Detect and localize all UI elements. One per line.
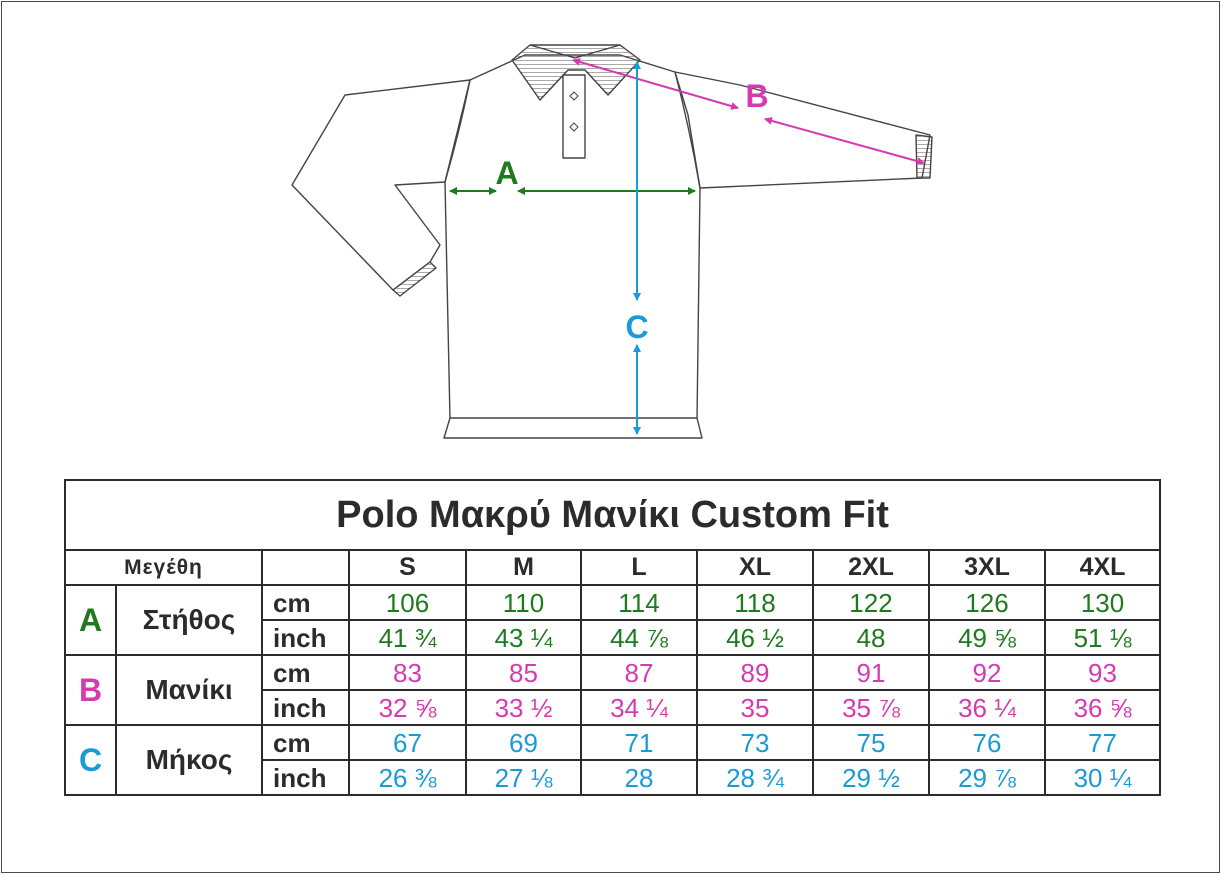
size-header-3xl: 3XL — [928, 549, 1046, 586]
unit-label-cm: cm — [261, 654, 350, 691]
table-cell: 48 — [812, 619, 930, 656]
table-row-chest-cm: A Στήθος cm 106 110 114 118 122 126 130 — [64, 584, 1162, 656]
row-name-chest: Στήθος — [115, 584, 263, 656]
table-cell: 71 — [580, 724, 698, 761]
size-header-row: Μεγέθη S M L XL 2XL 3XL 4XL — [64, 549, 1162, 586]
table-cell: 49 ⅝ — [928, 619, 1046, 656]
row-name-sleeve: Μανίκι — [115, 654, 263, 726]
table-cell: 46 ½ — [696, 619, 814, 656]
measure-b-label: B — [745, 78, 768, 114]
table-cell: 91 — [812, 654, 930, 691]
table-cell: 44 ⅞ — [580, 619, 698, 656]
table-cell: 43 ¼ — [465, 619, 582, 656]
table-cell: 87 — [580, 654, 698, 691]
table-row-sleeve-inch: inch 32 ⅝ 33 ½ 34 ¼ 35 35 ⅞ 36 ¼ 36 ⅝ — [65, 689, 1162, 726]
size-header-xl: XL — [696, 549, 814, 586]
table-cell: 93 — [1043, 654, 1162, 691]
table-cell: 69 — [465, 724, 582, 761]
size-header-s: S — [348, 549, 467, 586]
row-name-length: Μήκος — [115, 724, 263, 796]
table-cell: 26 ⅜ — [348, 759, 467, 796]
table-cell: 126 — [928, 584, 1046, 621]
table-cell: 85 — [465, 654, 582, 691]
table-cell: 89 — [696, 654, 814, 691]
size-chart-table: Polo Μακρύ Μανίκι Custom Fit Μεγέθη S M … — [63, 479, 1162, 796]
table-cell: 36 ¼ — [928, 689, 1046, 726]
measure-b-arrow — [572, 58, 925, 165]
unit-label-cm: cm — [261, 584, 350, 621]
table-row-sleeve-cm: B Μανίκι cm 83 85 87 89 91 92 93 — [64, 654, 1162, 726]
table-cell: 114 — [580, 584, 698, 621]
table-cell: 73 — [696, 724, 814, 761]
table-cell: 92 — [928, 654, 1046, 691]
table-cell: 41 ¾ — [348, 619, 467, 656]
sizes-label: Μεγέθη — [64, 549, 263, 586]
unit-label-cm: cm — [261, 724, 350, 761]
row-letter-b: B — [64, 654, 117, 726]
table-cell: 76 — [928, 724, 1046, 761]
table-cell: 122 — [812, 584, 930, 621]
table-row-length-cm: C Μήκος cm 67 69 71 73 75 76 77 — [64, 724, 1162, 796]
table-cell: 28 — [580, 759, 698, 796]
table-cell: 27 ⅛ — [465, 759, 582, 796]
table-cell: 29 ½ — [812, 759, 930, 796]
table-cell: 75 — [812, 724, 930, 761]
table-row-chest-inch: inch 41 ¾ 43 ¼ 44 ⅞ 46 ½ 48 49 ⅝ 51 ⅛ — [65, 619, 1162, 656]
table-row-length-inch: inch 26 ⅜ 27 ⅛ 28 28 ¾ 29 ½ 29 ⅞ 30 ¼ — [65, 759, 1162, 796]
size-header-l: L — [580, 549, 698, 586]
table-cell: 35 — [696, 689, 814, 726]
table-cell: 36 ⅝ — [1043, 689, 1162, 726]
table-cell: 110 — [465, 584, 582, 621]
table-cell: 35 ⅞ — [812, 689, 930, 726]
row-letter-c: C — [64, 724, 117, 796]
measure-a-label: A — [495, 155, 518, 191]
table-cell: 32 ⅝ — [348, 689, 467, 726]
table-cell: 29 ⅞ — [928, 759, 1046, 796]
size-header-4xl: 4XL — [1043, 549, 1162, 586]
unit-label-inch: inch — [261, 689, 350, 726]
table-cell: 67 — [348, 724, 467, 761]
size-header-2xl: 2XL — [812, 549, 930, 586]
table-cell: 51 ⅛ — [1043, 619, 1162, 656]
unit-label-inch: inch — [261, 619, 350, 656]
table-cell: 34 ¼ — [580, 689, 698, 726]
size-header-m: M — [465, 549, 582, 586]
table-cell: 30 ¼ — [1043, 759, 1162, 796]
table-cell: 106 — [348, 584, 467, 621]
table-cell: 83 — [348, 654, 467, 691]
unit-label-inch: inch — [261, 759, 350, 796]
table-cell: 28 ¾ — [696, 759, 814, 796]
polo-shirt-diagram: A B C — [291, 44, 933, 439]
unit-header-blank — [261, 549, 350, 586]
table-cell: 118 — [696, 584, 814, 621]
table-cell: 33 ½ — [465, 689, 582, 726]
row-letter-a: A — [64, 584, 117, 656]
measure-c-label: C — [625, 309, 648, 345]
table-cell: 130 — [1043, 584, 1162, 621]
shirt-outline — [291, 44, 933, 439]
table-title: Polo Μακρύ Μανίκι Custom Fit — [63, 479, 1162, 551]
table-cell: 77 — [1043, 724, 1162, 761]
